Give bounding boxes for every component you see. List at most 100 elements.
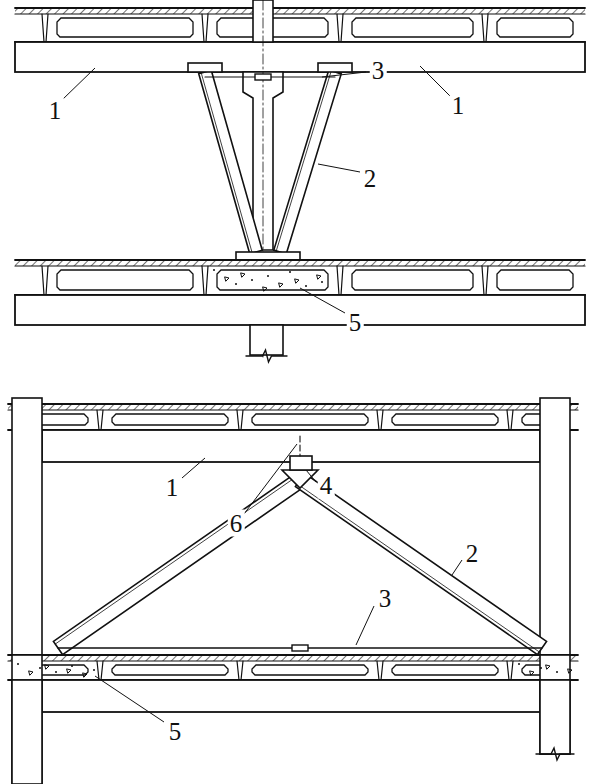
shape [540, 398, 570, 754]
shape [392, 665, 498, 675]
stroke [341, 14, 343, 42]
stroke [337, 14, 339, 42]
dot [518, 663, 520, 665]
shape [274, 70, 341, 254]
callout-number: 2 [362, 165, 379, 192]
shape [295, 279, 299, 283]
dot [213, 269, 215, 271]
stroke [15, 7, 585, 9]
shape [15, 260, 585, 266]
dot [267, 275, 269, 277]
leader-line [182, 458, 205, 478]
stroke [241, 410, 243, 430]
shape [530, 671, 534, 675]
callout-number: 1 [450, 92, 467, 119]
callout-number: 6 [228, 510, 245, 537]
shape [252, 414, 368, 425]
stroke [8, 654, 578, 656]
shape [199, 70, 263, 254]
stroke [511, 661, 513, 680]
shape [497, 18, 573, 37]
shape [57, 270, 193, 290]
leader-line [244, 444, 297, 514]
stroke [381, 410, 383, 430]
leader-line [452, 560, 462, 575]
shape [188, 63, 222, 72]
shape [15, 260, 585, 295]
stroke [511, 410, 513, 430]
stroke [42, 266, 44, 295]
stroke [337, 266, 339, 295]
leader-line [62, 68, 95, 100]
shape [8, 655, 578, 661]
leader-line [300, 288, 345, 313]
shape [12, 680, 42, 784]
shape [540, 680, 570, 754]
stroke [507, 661, 509, 680]
shape [12, 655, 42, 680]
shape [8, 404, 578, 410]
shape [279, 283, 283, 287]
dot [71, 665, 73, 667]
dot [321, 281, 323, 283]
dot [39, 667, 41, 669]
stroke [8, 403, 578, 405]
stroke [482, 14, 484, 42]
shape [15, 295, 585, 325]
break-line [246, 350, 287, 362]
callout-number: 3 [377, 585, 394, 612]
structure [8, 0, 585, 784]
shape [352, 270, 473, 290]
shape [15, 8, 585, 14]
shape [250, 325, 283, 355]
stroke [97, 410, 99, 430]
shape [29, 671, 33, 675]
dot [289, 271, 291, 273]
shape [241, 273, 245, 277]
stroke [297, 484, 539, 652]
shape [568, 669, 572, 673]
dot [17, 663, 19, 665]
dot [540, 667, 542, 669]
leader-line [356, 606, 374, 645]
shape [57, 18, 193, 37]
shape [15, 42, 585, 72]
shape [112, 665, 228, 675]
leader-lines [62, 66, 462, 722]
stroke [15, 265, 585, 266]
shape [352, 18, 473, 37]
stroke [15, 259, 585, 261]
stroke [381, 661, 383, 680]
shape [8, 404, 578, 430]
stroke [206, 14, 208, 42]
shape [42, 680, 540, 712]
callout-number: 1 [47, 97, 64, 124]
shape [546, 665, 550, 669]
dot [305, 285, 307, 287]
shape [45, 665, 49, 669]
dot [235, 283, 237, 285]
stroke [101, 410, 103, 430]
shape [225, 277, 229, 281]
leader-line [306, 470, 316, 482]
stroke [341, 266, 343, 295]
shape [15, 8, 585, 42]
stroke [202, 266, 204, 295]
stroke [486, 14, 488, 42]
stroke [42, 14, 44, 42]
shape [252, 665, 368, 675]
leader-line [95, 676, 164, 722]
shape [540, 655, 570, 680]
stroke [206, 266, 208, 295]
callout-number: 5 [347, 309, 364, 336]
callout-number: 2 [464, 540, 481, 567]
stroke [486, 266, 488, 295]
stroke [299, 436, 300, 456]
callout-number: 1 [164, 474, 181, 501]
stroke [237, 661, 239, 680]
dot [251, 279, 253, 281]
break-line [536, 748, 574, 760]
stroke [201, 73, 252, 253]
shape [83, 673, 87, 677]
